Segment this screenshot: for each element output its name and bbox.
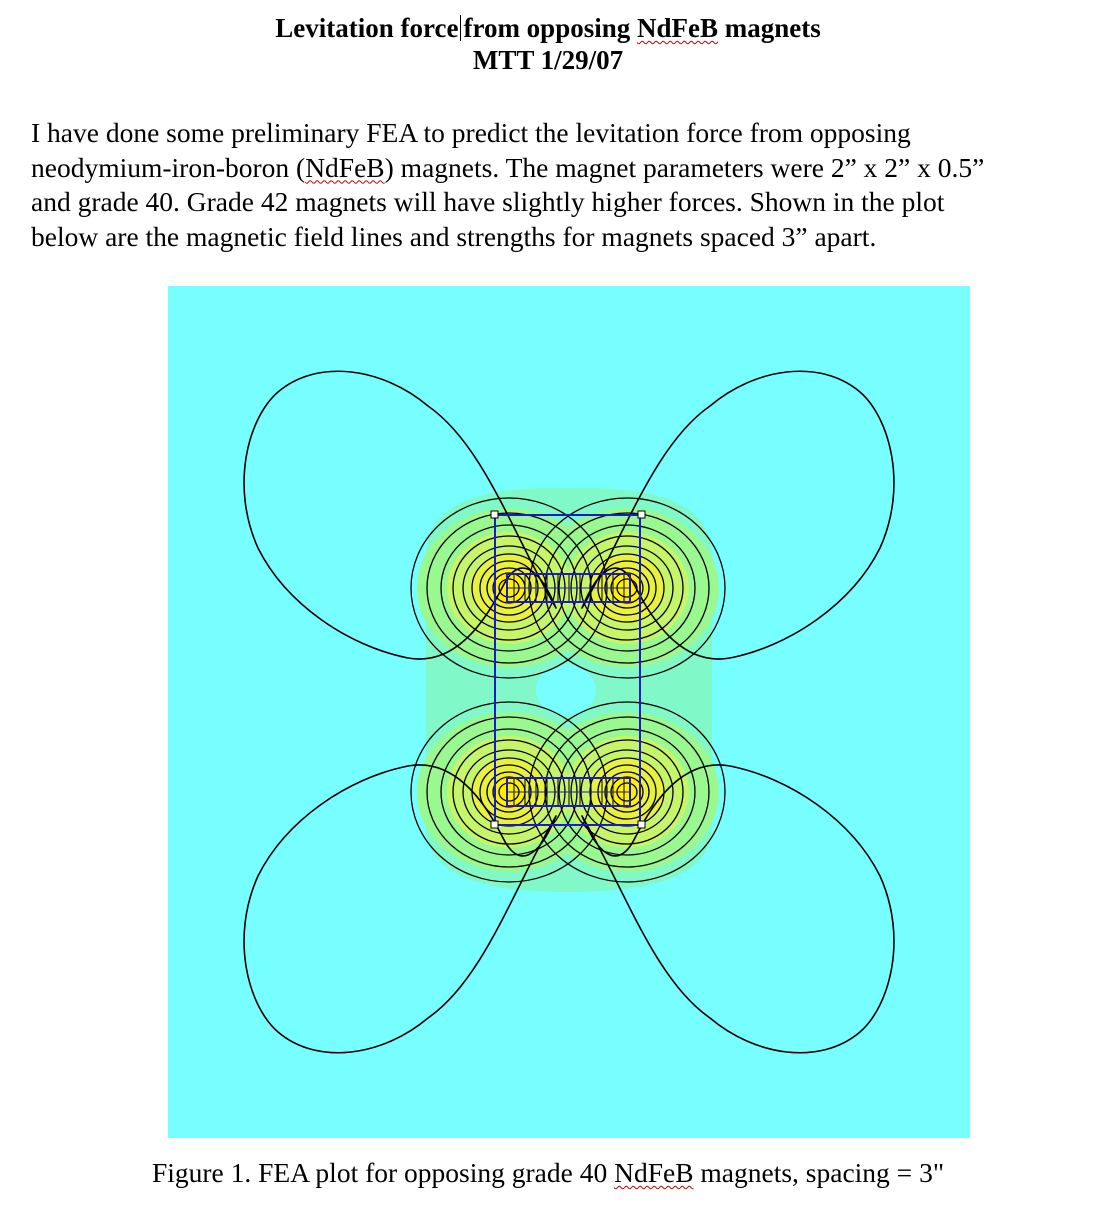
magnet-outlines: [494, 514, 641, 826]
field-strength-shading: [417, 487, 719, 892]
node-marker: [490, 820, 499, 829]
paragraph-text: ) magnets. The magnet parameters were 2”…: [384, 151, 985, 183]
mesh-corner-nodes: [490, 510, 646, 829]
paragraph-line: neodymium-iron-boron (NdFeB) magnets. Th…: [31, 151, 1071, 186]
spellcheck-flag-title[interactable]: NdFeB: [637, 13, 718, 43]
paragraph-line: and grade 40. Grade 42 magnets will have…: [31, 186, 945, 217]
node-marker: [490, 510, 499, 519]
field-line-lobe-upper-right: [581, 370, 895, 660]
paragraph-line: below are the magnetic field lines and s…: [31, 220, 877, 252]
title-text-part2: from opposing: [463, 13, 637, 43]
fea-plot-svg: [243, 370, 895, 1054]
spellcheck-flag-caption[interactable]: NdFeB: [614, 1157, 694, 1188]
paragraph-text: neodymium-iron-boron (: [31, 151, 306, 183]
magnet-assembly-outline: [494, 514, 641, 826]
text-cursor: [460, 15, 462, 41]
node-marker: [637, 820, 646, 829]
paragraph-line: I have done some preliminary FEA to pred…: [31, 117, 911, 148]
caption-text: magnets, spacing = 3": [693, 1157, 945, 1188]
figure-caption: Figure 1. FEA plot for opposing grade 40…: [0, 1156, 1096, 1190]
node-marker: [637, 510, 646, 519]
title-text-part1: Levitation force: [275, 13, 459, 43]
caption-text: Figure 1. FEA plot for opposing grade 40: [151, 1157, 615, 1188]
body-paragraph: I have done some preliminary FEA to pred…: [31, 116, 1071, 254]
document-subtitle: MTT 1/29/07: [472, 45, 624, 75]
fea-field-plot: [168, 286, 970, 1138]
field-null-region: [536, 664, 596, 716]
spellcheck-flag-paragraph[interactable]: NdFeB: [305, 151, 385, 183]
title-text-part4: magnets: [718, 13, 821, 43]
